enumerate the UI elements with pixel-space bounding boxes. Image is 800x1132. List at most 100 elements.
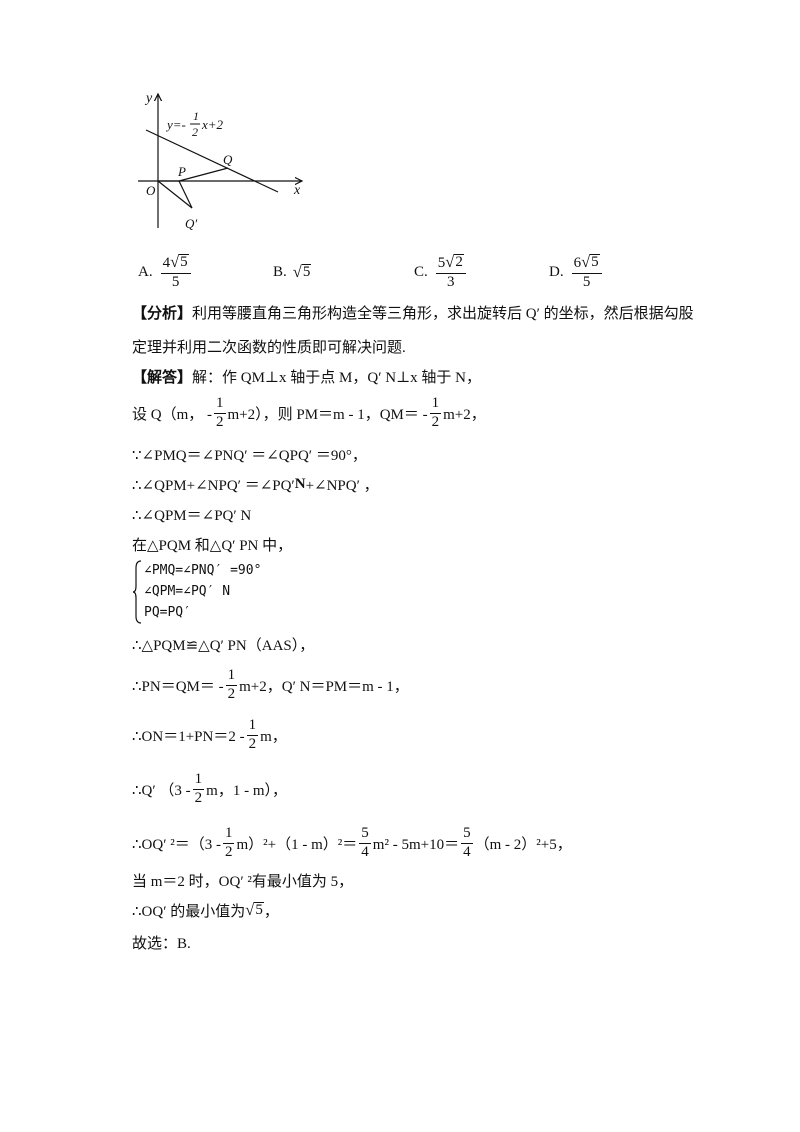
solution-line-7: ∴△PQM≌△Q′ PN（AAS）， bbox=[132, 634, 702, 655]
eq-suffix: x+2 bbox=[201, 117, 224, 132]
brace-icon bbox=[132, 560, 142, 624]
frac-num: 1 bbox=[222, 825, 235, 844]
analysis-text-2: 定理并利用二次函数的性质即可解决问题. bbox=[132, 340, 406, 356]
equation-system: ∠PMQ=∠PNQ′ =90° ∠QPM=∠PQ′ N PQ=PQ′ bbox=[132, 560, 432, 626]
option-a[interactable]: A. 4√5 5 bbox=[138, 252, 193, 292]
option-a-den: 5 bbox=[171, 273, 180, 290]
sol-l11c: m² - 5m+10＝ bbox=[372, 836, 460, 853]
option-a-radicand: 5 bbox=[179, 253, 189, 270]
solution-line-5: ∴∠QPM＝∠PQ′ N bbox=[132, 504, 702, 525]
eq-prefix: y=- bbox=[165, 117, 186, 132]
option-c-den: 3 bbox=[447, 273, 455, 290]
eq-num: 1 bbox=[193, 109, 199, 123]
sol-l4b: N bbox=[294, 476, 306, 492]
sol-l12: 当 m＝2 时，OQ′ ²有最小值为 5， bbox=[132, 874, 354, 890]
label-y: y bbox=[144, 91, 153, 106]
option-a-value: 4√5 5 bbox=[160, 253, 191, 291]
sqrt-radicand: 5 bbox=[254, 902, 264, 919]
sol-l14: 故选：B. bbox=[132, 936, 191, 952]
analysis-text-1: 利用等腰直角三角形构造全等三角形，求出旋转后 Q′ 的坐标，然后根据勾股 bbox=[192, 306, 694, 322]
solution-line-4: ∴∠QPM+∠NPQ′ ＝∠PQ′ N+∠NPQ′ ， bbox=[132, 474, 702, 495]
frac-num: 5 bbox=[461, 825, 473, 844]
label-x: x bbox=[293, 183, 301, 198]
sol-l11a: ∴OQ′ ²＝（3 - bbox=[132, 836, 221, 853]
frac-den: 2 bbox=[216, 413, 224, 430]
frac-den: 2 bbox=[224, 843, 233, 860]
line-graph bbox=[145, 129, 279, 193]
sqrt-5: √5 bbox=[245, 900, 264, 920]
option-d-coef: 6 bbox=[573, 254, 582, 271]
option-d-label: D. bbox=[549, 263, 564, 280]
solution-tag: 【解答】 bbox=[132, 370, 193, 386]
sol-l11b: m）²+（1 - m）²＝ bbox=[236, 836, 358, 853]
analysis-line-1: 【分析】利用等腰直角三角形构造全等三角形，求出旋转后 Q′ 的坐标，然后根据勾股 bbox=[132, 302, 702, 323]
eq-den: 2 bbox=[192, 125, 198, 139]
solution-line-3: ∵∠PMQ＝∠PNQ′ ＝∠QPQ′ ＝90°， bbox=[132, 444, 702, 465]
sol-l13a: ∴OQ′ 的最小值为 bbox=[132, 904, 246, 920]
option-b[interactable]: B. √5 bbox=[273, 252, 312, 292]
answer-options: A. 4√5 5 B. √5 C. 5√2 3 D. 6√5 5 bbox=[138, 252, 698, 292]
coordinate-figure: y x O P Q Q′ y=- 1 2 x+2 bbox=[132, 88, 312, 238]
frac-num: 1 bbox=[214, 395, 226, 414]
sol-l2a: 设 Q（m， - bbox=[132, 406, 212, 423]
sol-l2c: m+2， bbox=[443, 406, 486, 423]
frac-den: 2 bbox=[227, 685, 236, 702]
segment-pqprime bbox=[178, 180, 193, 209]
frac-num: 1 bbox=[225, 667, 238, 686]
sol-l4c: +∠NPQ′ ， bbox=[305, 478, 379, 494]
option-d[interactable]: D. 6√5 5 bbox=[549, 252, 604, 292]
option-a-coef: 4 bbox=[162, 254, 171, 271]
system-row-2: ∠QPM=∠PQ′ N bbox=[144, 584, 231, 599]
system-rows: ∠PMQ=∠PNQ′ =90° ∠QPM=∠PQ′ N PQ=PQ′ bbox=[144, 560, 261, 623]
sol-l10b: m，1 - m）， bbox=[206, 782, 287, 799]
sol-l11d: （m - 2）²+5， bbox=[474, 836, 572, 853]
sol-l3: ∵∠PMQ＝∠PNQ′ ＝∠QPQ′ ＝90°， bbox=[132, 448, 367, 464]
option-b-radicand: 5 bbox=[301, 263, 312, 280]
frac-den: 4 bbox=[463, 843, 471, 860]
segment-oqprime bbox=[157, 180, 193, 209]
option-b-label: B. bbox=[273, 263, 287, 280]
sol-l9a: ∴ON＝1+PN＝2 - bbox=[132, 728, 245, 745]
frac-den: 2 bbox=[431, 413, 440, 430]
solution-line-1: 【解答】解：作 QM⊥x 轴于点 M，Q′ N⊥x 轴于 N， bbox=[132, 366, 702, 387]
option-c-coef: 5 bbox=[437, 254, 446, 271]
sol-l2b: m+2），则 PM＝m - 1，QM＝ - bbox=[227, 406, 428, 423]
sol-l6: 在△PQM 和△Q′ PN 中， bbox=[132, 538, 293, 554]
frac-den: 4 bbox=[361, 843, 369, 860]
sol-l7: ∴△PQM≌△Q′ PN（AAS）， bbox=[132, 638, 315, 654]
label-origin: O bbox=[146, 183, 156, 198]
solution-line-14: 故选：B. bbox=[132, 932, 702, 953]
system-row-1: ∠PMQ=∠PNQ′ =90° bbox=[144, 563, 262, 578]
frac-den: 2 bbox=[194, 789, 203, 806]
option-c-label: C. bbox=[414, 263, 428, 280]
option-b-value: √5 bbox=[292, 261, 312, 281]
frac-den: 2 bbox=[248, 735, 257, 752]
sol-l10a: ∴Q′ （3 - bbox=[132, 782, 191, 799]
frac-num: 5 bbox=[359, 825, 371, 844]
label-q: Q bbox=[223, 152, 233, 167]
option-c[interactable]: C. 5√2 3 bbox=[414, 252, 468, 292]
analysis-line-2: 定理并利用二次函数的性质即可解决问题. bbox=[132, 336, 702, 357]
frac-num: 1 bbox=[429, 395, 442, 414]
label-p: P bbox=[177, 164, 186, 179]
solution-line-6: 在△PQM 和△Q′ PN 中， bbox=[132, 534, 702, 555]
frac-num: 1 bbox=[192, 771, 205, 790]
option-a-label: A. bbox=[138, 263, 153, 280]
figure-svg: y x O P Q Q′ y=- 1 2 x+2 bbox=[138, 91, 312, 231]
solution-line-12: 当 m＝2 时，OQ′ ²有最小值为 5， bbox=[132, 870, 702, 891]
sol-l13b: ， bbox=[263, 904, 279, 920]
option-c-value: 5√2 3 bbox=[435, 253, 466, 291]
sol-l8a: ∴PN＝QM＝ - bbox=[132, 678, 224, 695]
option-d-radicand: 5 bbox=[590, 253, 600, 270]
sol-l4a: ∴∠QPM+∠NPQ′ ＝∠PQ′ bbox=[132, 478, 295, 494]
